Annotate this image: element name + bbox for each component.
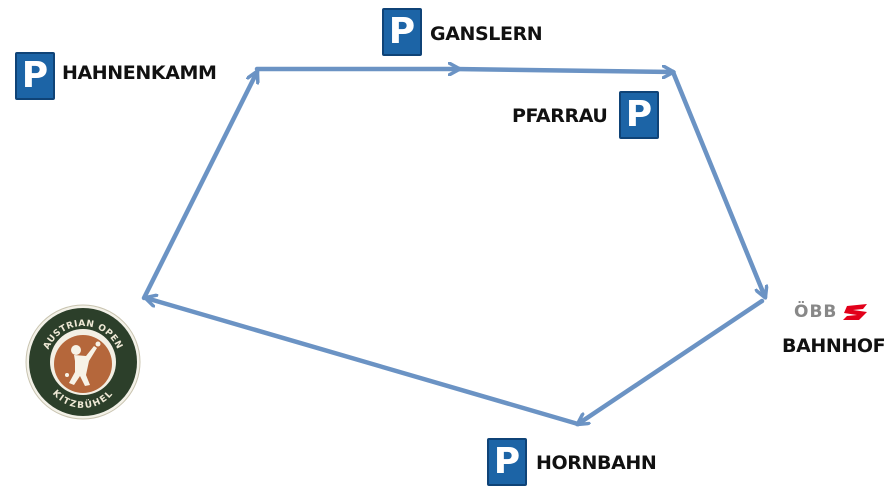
- stop-label-ganslern: GANSLERN: [430, 23, 543, 45]
- obb-logo: ÖBB: [794, 302, 871, 322]
- tennis-club-logo: AUSTRIAN OPEN KITZBÜHEL: [25, 304, 141, 420]
- stop-label-hahnenkamm: HAHNENKAMM: [62, 62, 217, 84]
- route-segment-bahnhof-hornbahn: [578, 298, 765, 424]
- stop-label-hornbahn: HORNBAHN: [536, 452, 657, 474]
- obb-arrow-icon: [843, 304, 868, 320]
- parking-icon: P: [15, 52, 55, 100]
- stop-label-pfarrau: PFARRAU: [512, 105, 608, 127]
- obb-logo-text: ÖBB: [794, 302, 838, 322]
- route-segment-hornbahn-tennis: [146, 298, 581, 427]
- stop-label-bahnhof: BAHNHOF: [782, 335, 886, 357]
- parking-icon: P: [382, 8, 422, 56]
- route-segment-ganslern-pfarrau: [452, 69, 673, 72]
- route-segment-pfarrau-bahnhof: [670, 69, 765, 297]
- route-segment-tennis-hahnenkamm: [141, 72, 257, 301]
- parking-icon: P: [487, 438, 527, 486]
- parking-icon: P: [619, 91, 659, 139]
- tennis-player-icon: [65, 341, 101, 386]
